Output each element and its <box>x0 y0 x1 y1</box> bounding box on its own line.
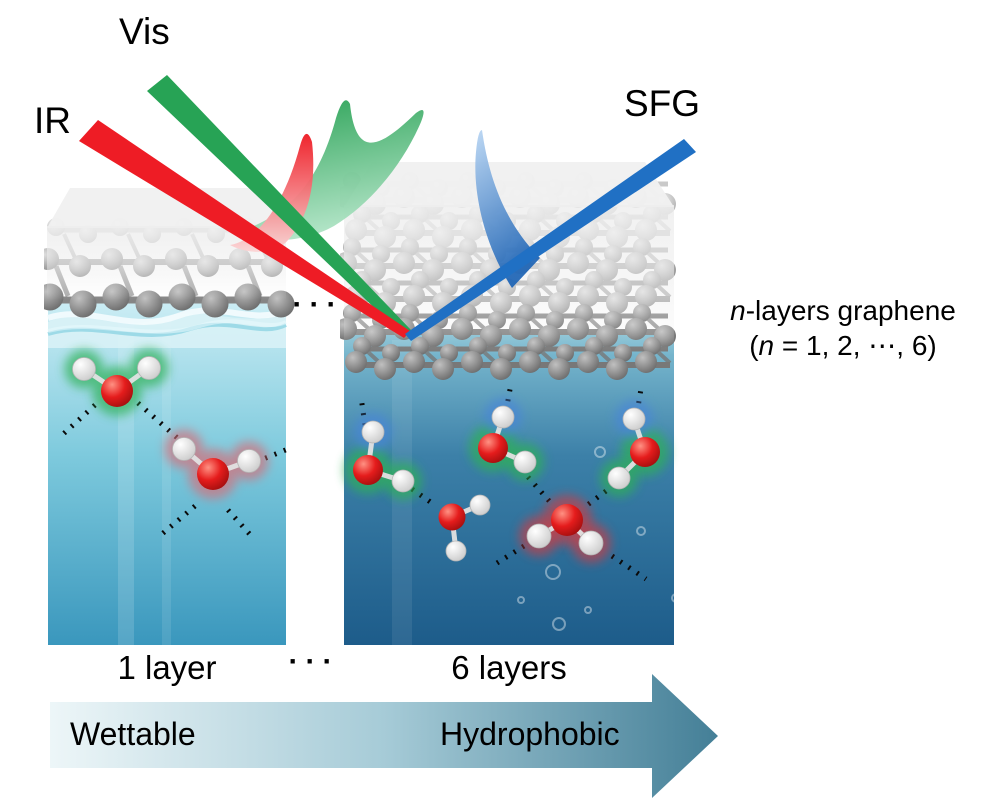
caption-line1: n-layers graphene <box>710 293 976 328</box>
hydrophobic-label: Hydrophobic <box>440 716 620 752</box>
right-box-top <box>344 162 674 207</box>
right-water-molecules <box>344 383 669 582</box>
left-layer-label: 1 layer <box>117 649 217 686</box>
vis-label: Vis <box>119 11 170 52</box>
sfg-label: SFG <box>624 83 701 124</box>
left-block <box>44 188 295 645</box>
beams <box>79 75 696 341</box>
caption-n-italic: n <box>730 295 746 326</box>
caption-line1-text: -layers graphene <box>745 295 956 326</box>
vis-pulse <box>236 100 424 241</box>
sfg-pulse <box>475 130 540 288</box>
ellipsis-between-blocks: ··· <box>292 288 344 321</box>
ir-beam <box>79 120 410 338</box>
caption: n-layers graphene (n = 1, 2, ⋯, 6) <box>710 293 976 363</box>
ellipsis-between-labels: ··· <box>288 645 340 678</box>
ir-label: IR <box>34 100 71 141</box>
caption-line2: (n = 1, 2, ⋯, 6) <box>749 330 937 361</box>
right-layer-label: 6 layers <box>451 649 567 686</box>
sfg-beam <box>405 139 696 341</box>
vis-beam <box>147 75 411 337</box>
bubbles <box>517 446 681 631</box>
left-water-molecules <box>58 348 289 541</box>
wettability-arrow <box>50 674 718 798</box>
wettable-label: Wettable <box>70 716 196 752</box>
